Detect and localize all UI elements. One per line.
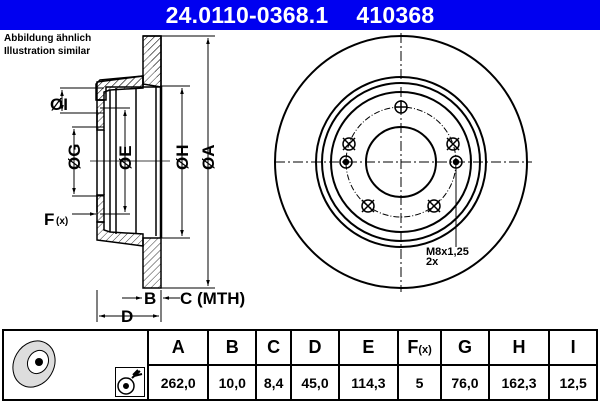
value-I: 12,5	[548, 364, 598, 401]
value-F: 5	[396, 364, 443, 401]
label-E: ØE	[116, 145, 135, 170]
value-A: 262,0	[146, 364, 210, 401]
col-header-E: E	[337, 329, 399, 366]
note-line-de: Abbildung ähnlich	[4, 33, 92, 44]
label-I: ØI	[50, 95, 68, 114]
col-header-F: F(x)	[396, 329, 443, 366]
value-G: 76,0	[440, 364, 490, 401]
title-bar: 24.0110-0368.1 410368	[0, 0, 600, 30]
label-A: ØA	[199, 145, 218, 171]
front-view	[274, 33, 532, 292]
threaded-holes	[339, 155, 463, 169]
illustration-note: Abbildung ähnlich Illustration similar	[4, 32, 91, 58]
value-D: 45,0	[290, 364, 340, 401]
dimension-lines	[60, 35, 215, 322]
label-H: ØH	[173, 145, 192, 171]
dimension-labels: ØI ØG ØE ØH ØA F (x) B C (MTH) D	[44, 95, 245, 326]
note-line-en: Illustration similar	[4, 46, 91, 57]
label-D: D	[121, 307, 133, 326]
value-H: 162,3	[487, 364, 551, 401]
spec-table: A B C D E F(x) G H I 262,0 10,0 8,4 45,0…	[2, 329, 598, 401]
spray-coating-icon	[115, 367, 145, 397]
spec-value-row: 262,0 10,0 8,4 45,0 114,3 5 76,0 162,3 1…	[3, 364, 598, 401]
label-B: B	[144, 289, 156, 308]
brake-disc-icon	[12, 340, 56, 388]
col-header-F-key: F	[407, 337, 419, 357]
label-G: ØG	[65, 144, 84, 170]
col-header-B: B	[207, 329, 258, 366]
col-header-C: C	[255, 329, 293, 366]
value-B: 10,0	[207, 364, 258, 401]
col-header-G: G	[440, 329, 490, 366]
section-view	[90, 35, 170, 289]
spec-icons-cell	[2, 329, 149, 401]
col-header-H: H	[487, 329, 551, 366]
label-C: C (MTH)	[180, 289, 245, 308]
thread-spec: M8x1,25	[426, 246, 469, 258]
label-F: F	[44, 210, 54, 229]
part-number: 24.0110-0368.1	[165, 1, 329, 28]
col-header-A: A	[146, 329, 210, 366]
col-header-F-sub: (x)	[418, 344, 432, 356]
value-E: 114,3	[337, 364, 399, 401]
col-header-I: I	[548, 329, 598, 366]
thread-count: 2x	[426, 256, 439, 268]
col-header-D: D	[290, 329, 340, 366]
technical-drawing: ØI ØG ØE ØH ØA F (x) B C (MTH) D M8	[44, 33, 532, 326]
value-C: 8,4	[255, 364, 293, 401]
bolt-holes	[342, 100, 460, 213]
spec-header-row: A B C D E F(x) G H I	[2, 329, 598, 401]
reference-number: 410368	[356, 1, 435, 28]
label-F-sub: (x)	[56, 216, 68, 227]
